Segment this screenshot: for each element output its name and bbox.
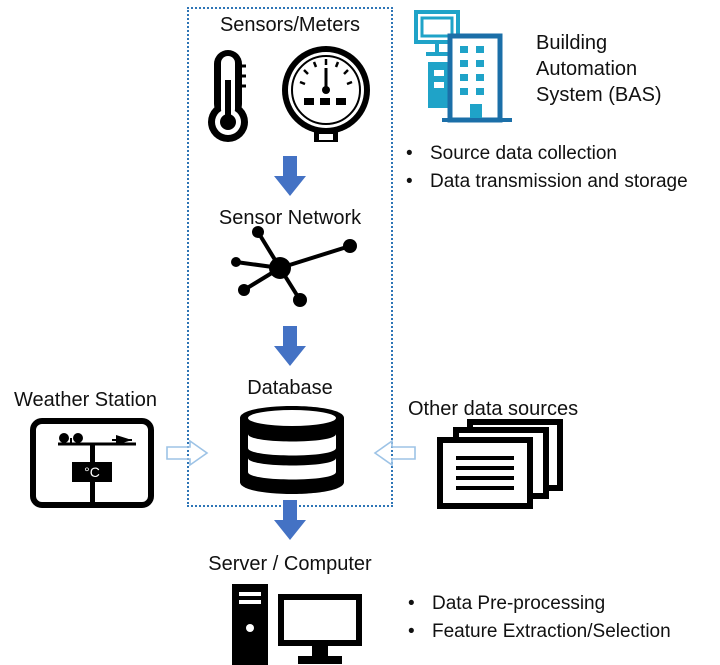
bas-label-line-2: Automation: [536, 58, 638, 80]
server-bullet-item: Feature Extraction/Selection: [406, 618, 671, 646]
database-icon: [240, 406, 344, 494]
thermometer-icon: [208, 50, 248, 142]
sensor-network-label: Sensor Network: [218, 207, 362, 229]
server-bullet-list: Data Pre-processing Feature Extraction/S…: [406, 590, 671, 646]
documents-icon: [437, 419, 563, 509]
pressure-gauge-icon: [282, 46, 370, 142]
input-arrow-right: [166, 439, 209, 467]
flow-arrow-down: [274, 326, 306, 366]
anemometer-icon: [58, 433, 136, 446]
flow-arrow-down: [274, 500, 306, 540]
bas-bullet-item: Data transmission and storage: [404, 168, 688, 196]
server-bullet-item: Data Pre-processing: [406, 590, 671, 618]
building-icon: [414, 10, 512, 123]
computer-icon: [232, 584, 362, 665]
bas-label: Building Automation System (BAS): [536, 30, 662, 108]
sensors-label: Sensors/Meters: [219, 14, 361, 36]
database-label: Database: [247, 377, 333, 399]
bas-label-line-1: Building: [536, 32, 608, 54]
weather-station-icon: °C: [30, 418, 154, 508]
bas-label-line-3: System (BAS): [536, 84, 662, 106]
network-icon: [231, 226, 357, 307]
input-arrow-left: [373, 439, 416, 467]
temperature-display: °C: [72, 462, 112, 482]
server-label: Server / Computer: [208, 553, 372, 575]
bas-bullet-list: Source data collection Data transmission…: [404, 140, 688, 196]
other-sources-label: Other data sources: [408, 398, 579, 420]
weather-station-label: Weather Station: [14, 389, 158, 411]
flow-arrow-down: [274, 156, 306, 196]
bas-bullet-item: Source data collection: [404, 140, 688, 168]
